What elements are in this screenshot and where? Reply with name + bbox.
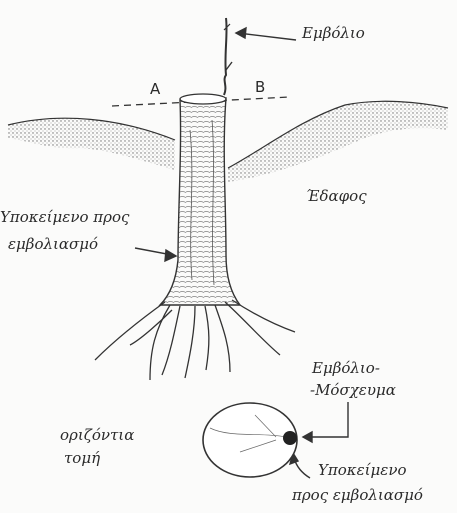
label-rootstock-line1: Υποκείμενο προς	[0, 208, 129, 227]
label-scion-graft-line2: -Μόσχευμα	[310, 381, 396, 400]
scion-stem	[224, 18, 232, 95]
soil-left	[8, 118, 175, 170]
label-point-b: B	[255, 78, 265, 97]
roots	[95, 300, 295, 380]
soil-right	[228, 101, 448, 182]
scion-insert-dot	[283, 431, 297, 445]
label-section-line1: οριζόντια	[60, 426, 134, 445]
label-section-line2: τομή	[64, 449, 100, 468]
label-soil: Έδαφος	[306, 187, 367, 206]
label-scion-graft-line1: Εμβόλιο-	[312, 359, 380, 378]
label-section-rootstock-line2: προς εμβολιασμό	[292, 486, 423, 505]
label-rootstock-line2: εμβολιασμό	[8, 235, 98, 254]
label-scion: Εμβόλιο	[302, 24, 365, 43]
horizontal-section	[203, 403, 297, 477]
label-section-rootstock-line1: Υποκείμενο	[318, 461, 407, 480]
label-point-a: A	[150, 80, 160, 99]
rootstock-trunk	[160, 94, 240, 305]
